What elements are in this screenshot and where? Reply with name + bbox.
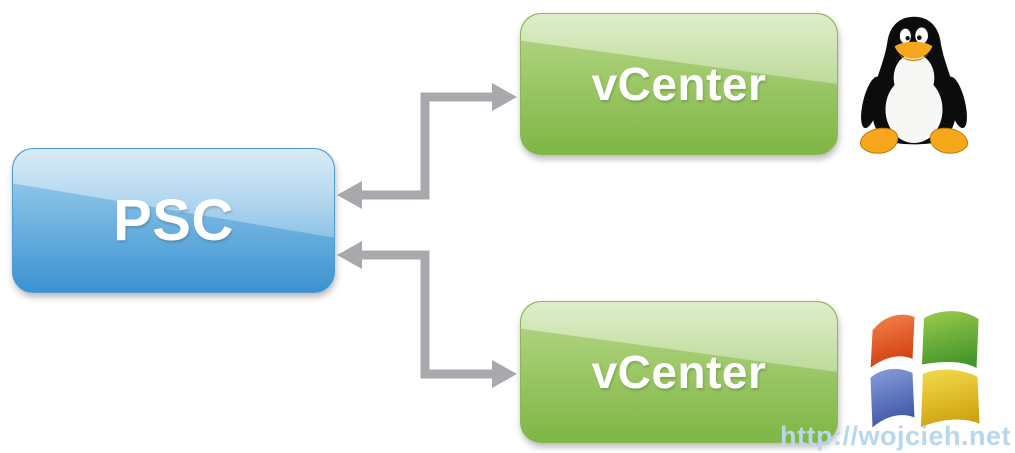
vcenter-windows-node: vCenter: [520, 301, 838, 443]
arrowhead-into-vcenter-windows: [492, 360, 517, 388]
connector-psc-vcenter-linux: [337, 83, 517, 209]
arrowhead-into-vcenter-linux: [492, 83, 517, 111]
arrowhead-into-psc-bottom: [337, 241, 362, 269]
vcenter-linux-node: vCenter: [520, 13, 838, 155]
psc-node: PSC: [12, 148, 335, 293]
psc-label: PSC: [113, 188, 234, 253]
arrowhead-into-psc-top: [337, 181, 362, 209]
connector-psc-vcenter-windows: [337, 241, 517, 388]
windows-logo-icon: [868, 309, 982, 433]
vcenter-linux-label: vCenter: [591, 58, 767, 110]
vcenter-windows-label: vCenter: [591, 346, 767, 398]
tux-linux-icon: [859, 16, 969, 154]
watermark-url: http://wojcieh.net: [780, 421, 1011, 451]
